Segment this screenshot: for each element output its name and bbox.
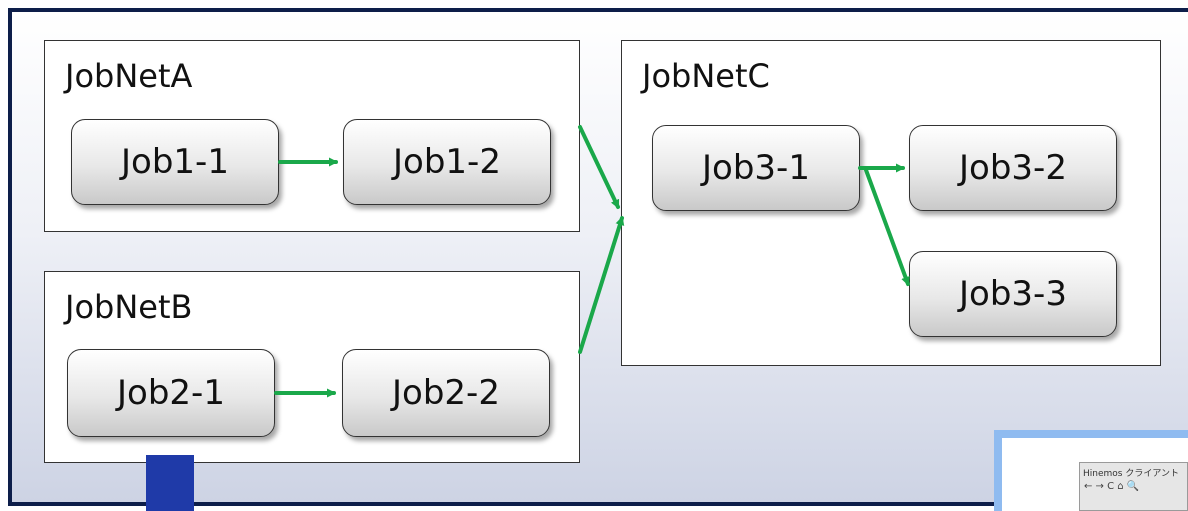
jobnet-c-title: JobNetC (642, 57, 770, 95)
jobnet-a-title: JobNetA (65, 57, 193, 95)
job-2-1: Job2-1 (67, 349, 275, 437)
job-3-1: Job3-1 (652, 125, 860, 211)
thumbnail-window-title: Hinemos クライアント (1083, 469, 1179, 479)
thumbnail-browser-window: Hinemos クライアント ← → C ⌂ 🔍 (1079, 462, 1188, 511)
thumbnail-canvas: Hinemos クライアント ← → C ⌂ 🔍 (1002, 438, 1188, 511)
thumbnail-nav-bar: ← → C ⌂ 🔍 (1084, 481, 1140, 492)
client-window-thumbnail: Hinemos クライアント ← → C ⌂ 🔍 (994, 430, 1188, 511)
job-2-2: Job2-2 (342, 349, 550, 437)
jobnet-b-title: JobNetB (65, 288, 193, 326)
job-1-2: Job1-2 (343, 119, 551, 205)
job-3-2: Job3-2 (909, 125, 1117, 211)
job-1-1: Job1-1 (71, 119, 279, 205)
jobnet-b: JobNetB Job2-1 Job2-2 (44, 271, 580, 463)
jobnet-c: JobNetC Job3-1 Job3-2 Job3-3 (621, 40, 1161, 366)
blue-accent-block (146, 455, 194, 511)
job-3-3: Job3-3 (909, 251, 1117, 337)
jobnet-a: JobNetA Job1-1 Job1-2 (44, 40, 580, 232)
